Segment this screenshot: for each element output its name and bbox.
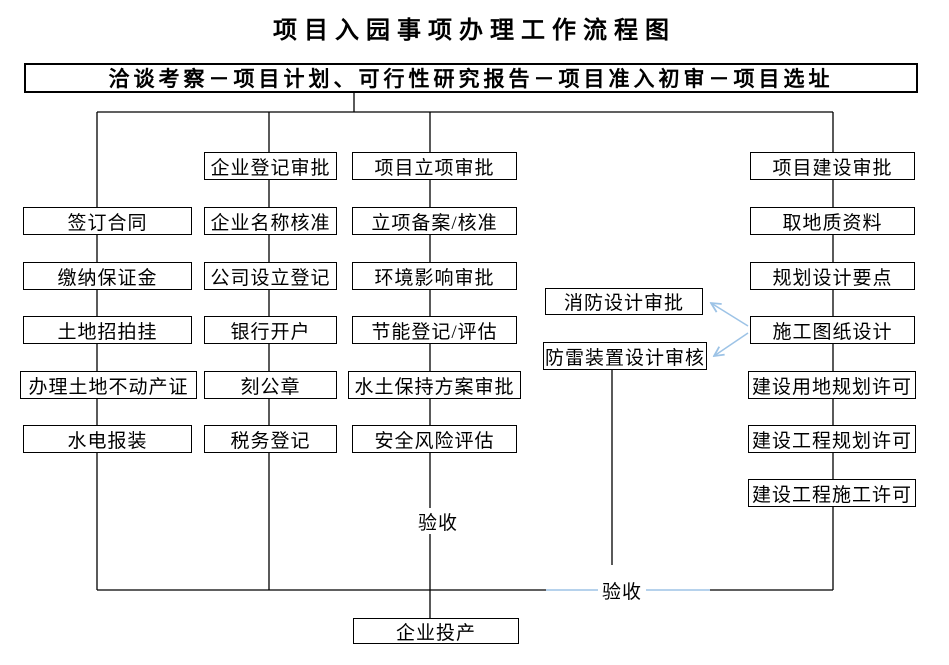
box-project-initiation-approval: 项目立项审批 — [352, 152, 517, 180]
box-enterprise-production: 企业投产 — [353, 618, 519, 644]
box-initial-process: 洽谈考察－项目计划、可行性研究报告－项目准入初审－项目选址 — [24, 63, 918, 93]
box-pay-deposit: 缴纳保证金 — [23, 262, 192, 290]
box-initiation-filing: 立项备案/核准 — [352, 207, 517, 235]
box-sign-contract: 签订合同 — [23, 207, 192, 235]
box-lightning-protection-review: 防雷装置设计审核 — [543, 342, 707, 370]
box-bank-account-opening: 银行开户 — [204, 316, 337, 344]
box-construction-drawing-design: 施工图纸设计 — [750, 316, 915, 344]
box-land-property-certificate: 办理土地不动产证 — [20, 371, 197, 399]
box-planning-design-points: 规划设计要点 — [750, 262, 915, 290]
acceptance-label-bottom: 验收 — [598, 577, 646, 603]
acceptance-label-middle: 验收 — [408, 508, 468, 534]
box-energy-registration: 节能登记/评估 — [352, 316, 517, 344]
arrow-to-lightning-protection-review — [714, 332, 749, 356]
box-geological-data: 取地质资料 — [750, 207, 915, 235]
box-water-soil-conservation-approval: 水土保持方案审批 — [348, 371, 521, 399]
box-safety-risk-assessment: 安全风险评估 — [352, 425, 517, 453]
box-project-construction-approval: 项目建设审批 — [750, 152, 915, 180]
page-title: 项目入园事项办理工作流程图 — [273, 18, 676, 44]
box-construction-planning-permit: 建设工程规划许可 — [748, 425, 916, 453]
box-company-establishment-registration: 公司设立登记 — [204, 262, 337, 290]
box-land-bidding: 土地招拍挂 — [23, 316, 192, 344]
box-construction-work-permit: 建设工程施工许可 — [748, 479, 916, 507]
box-enterprise-name-approval: 企业名称核准 — [204, 207, 337, 235]
box-enterprise-registration-approval: 企业登记审批 — [204, 152, 337, 180]
box-seal-carving: 刻公章 — [204, 371, 337, 399]
box-water-electricity-installation: 水电报装 — [23, 425, 192, 453]
box-fire-design-approval: 消防设计审批 — [545, 288, 703, 315]
box-land-use-planning-permit: 建设用地规划许可 — [748, 371, 916, 399]
arrow-to-fire-design-approval — [711, 303, 749, 327]
box-environmental-impact-approval: 环境影响审批 — [352, 262, 517, 290]
box-tax-registration: 税务登记 — [204, 425, 337, 453]
